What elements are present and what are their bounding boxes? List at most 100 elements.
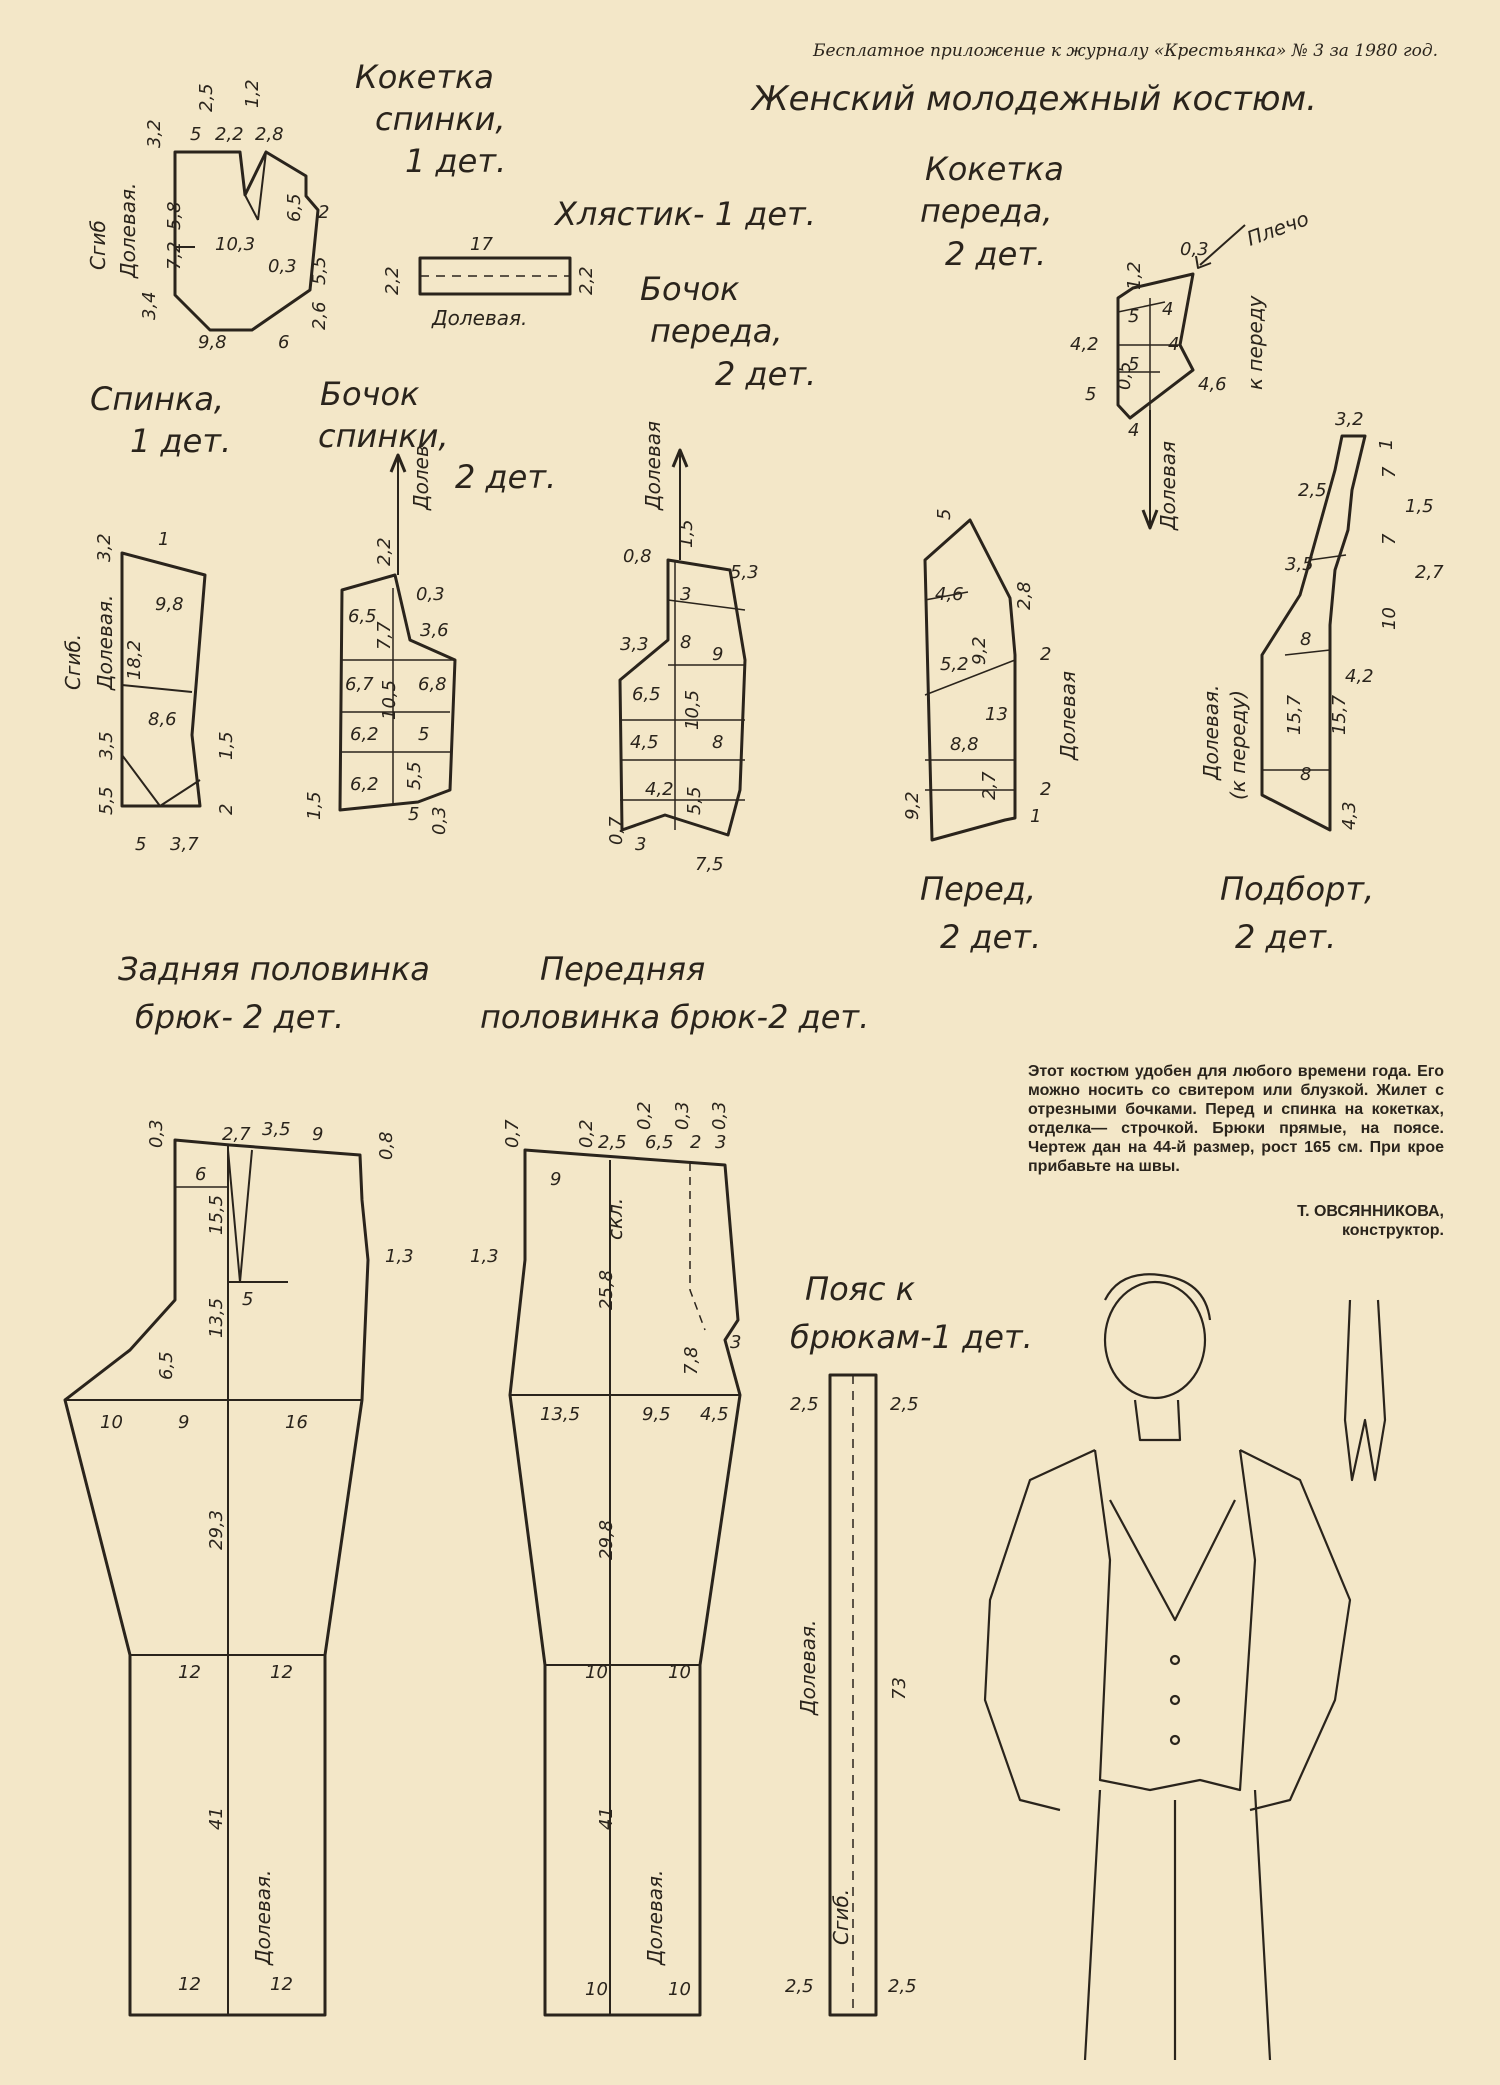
dimension-label: 3,5 [262,1119,291,1140]
dimension-label: 6,7 [345,674,374,695]
dimension-label: 25,8 [596,1270,617,1310]
dimension-label: 4,6 [935,584,964,605]
svg-text:Перед,: Перед, [920,870,1036,908]
svg-text:Долевая.: Долевая. [1199,685,1223,781]
dimension-label: 4,2 [1345,666,1374,687]
dimension-label: 2,2 [576,266,597,295]
strap-piece [418,256,572,296]
dimension-label: 5,3 [730,562,759,583]
dimension-label: 9,2 [902,791,923,820]
dimension-label: 2,2 [382,266,403,295]
grain-label: Долев [409,445,433,511]
spinka-label: Спинка, 1 дет. [90,380,231,460]
grain-label: Долевая. [431,306,527,330]
dimension-label: 4 [1128,420,1139,441]
dimension-label: 6,5 [284,193,305,222]
svg-text:1 дет.: 1 дет. [130,422,231,460]
dimension-label: 7,8 [681,1346,702,1375]
dimension-label: 0,8 [376,1131,397,1160]
dimension-label: 4,5 [630,732,659,753]
dimension-label: 1,3 [385,1246,414,1267]
dimension-label: 0,8 [623,546,652,567]
dimension-label: 10 [668,1979,691,2000]
dimension-label: 2,2 [215,124,244,145]
front-yoke-piece [1116,224,1246,530]
svg-text:спинки,: спинки, [318,417,449,455]
dimension-label: 6,2 [350,774,379,795]
zad-bryuk-label: Задняя половинка брюк- 2 дет. [118,950,430,1036]
dimension-label: 10,5 [682,690,703,730]
pleat-label: скл. [603,1198,627,1240]
fold-label: Сгиб. [61,634,85,690]
front-side-piece [618,448,747,837]
grain-label: Долевая. [93,595,117,691]
dimension-label: 5 [135,834,146,855]
dimension-label: 5 [418,724,429,745]
dimension-label: 1,5 [216,731,237,760]
svg-text:2 дет.: 2 дет. [1235,918,1336,956]
dimension-label: 18,2 [124,640,145,680]
bochok-pereda-label: Бочок переда, 2 дет. [640,270,816,393]
dimension-label: 3,3 [620,634,649,655]
grain-label: Долевая. [251,1870,275,1966]
dimension-label: 13,5 [206,1298,227,1338]
dimension-label: 2,5 [598,1132,627,1153]
k-peredu-label: к переду [1243,294,1267,390]
dimension-label: 9 [550,1169,561,1190]
dimension-label: 6,5 [348,606,377,627]
dimension-label: 9 [712,644,723,665]
grain-label: Долевая [1156,441,1180,531]
author-role: конструктор. [1341,1222,1444,1239]
dimension-label: 3,2 [1335,409,1364,430]
dimension-label: 0,3 [709,1101,730,1130]
dimension-label: 7 [1379,533,1400,545]
dimension-label: 5,5 [404,761,425,790]
dimension-label: 3 [715,1132,726,1153]
dimension-label: 0,7 [502,1119,523,1148]
dimension-label: 2,8 [255,124,284,145]
dimension-label: 1 [1030,806,1041,827]
dimension-label: 9,8 [155,594,184,615]
svg-text:2 дет.: 2 дет. [945,235,1046,273]
dimension-label: 7 [1379,466,1400,478]
model-illustration [983,1273,1387,2061]
dimension-label: 12 [178,1974,201,1995]
dimension-label: 0,3 [268,256,297,277]
svg-text:половинка брюк-2 дет.: половинка брюк-2 дет. [480,998,869,1036]
dimension-label: 2 [216,804,237,815]
grain-label: Долевая. [643,1870,667,1966]
dimension-label: 2 [1040,644,1051,665]
dimension-label: 13 [985,704,1008,725]
svg-text:(к переду): (к переду) [1226,690,1250,800]
svg-text:брюкам-1 дет.: брюкам-1 дет. [790,1318,1033,1356]
dimension-label: 10 [100,1412,123,1433]
dimension-label: 3 [635,834,646,855]
description-note: Этот костюм удобен для любого времени го… [1028,1063,1444,1175]
svg-text:Подборт,: Подборт, [1220,870,1374,908]
dimension-label: 10 [1379,607,1400,630]
svg-text:Задняя половинка: Задняя половинка [118,950,430,988]
dimension-label: 0,7 [606,816,627,845]
dimension-label: 0,3 [416,584,445,605]
dimension-label: 2 [318,202,329,223]
dimension-label: 8 [680,632,691,653]
dimension-label: 8 [712,732,723,753]
svg-text:1 дет.: 1 дет. [405,142,506,180]
dimension-label: 0,3 [429,806,450,835]
dimension-label: 2,5 [196,83,217,112]
dimension-label: 6 [195,1164,206,1185]
dimension-label: 4,2 [1070,334,1099,355]
dimension-label: 5,8 [164,201,185,230]
dimension-label: 16 [285,1412,308,1433]
dimension-label: 4 [1168,334,1179,355]
dimension-label: 2 [1040,779,1051,800]
svg-text:Бочок: Бочок [320,375,420,413]
grain-label: Долевая. [116,183,140,279]
dimension-label: 29,3 [206,1510,227,1550]
waistband-piece [828,1373,878,2017]
dimension-label: 10 [668,1662,691,1683]
